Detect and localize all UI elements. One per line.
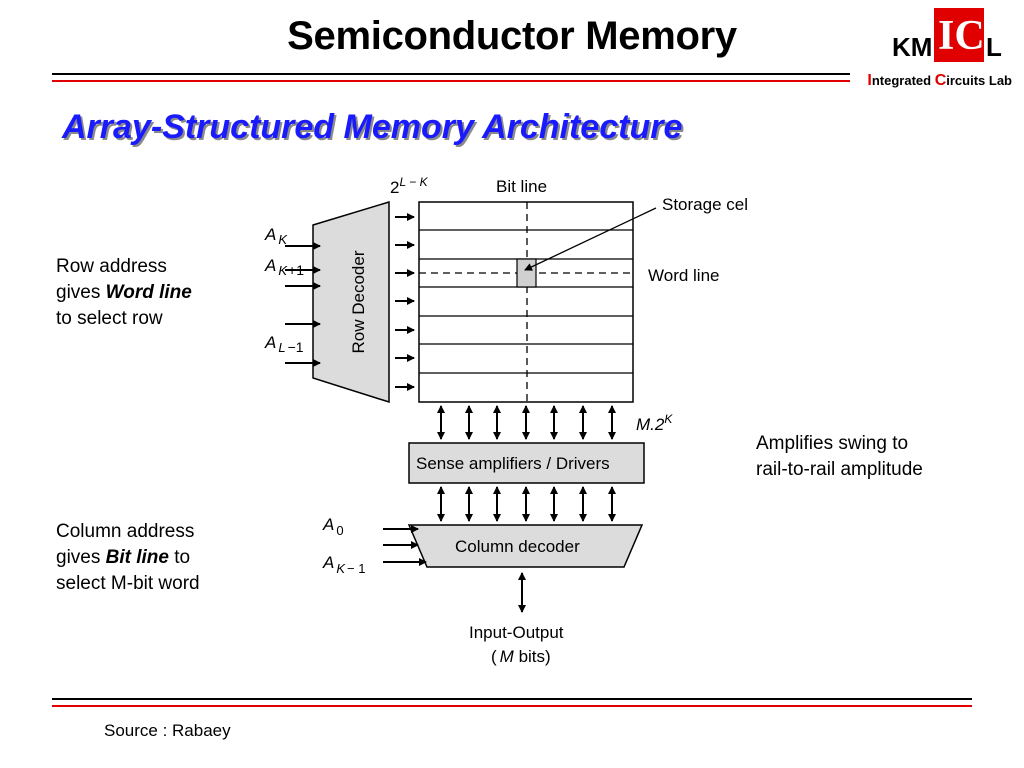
logo-lab-c: C xyxy=(934,72,947,89)
sense-amplifiers-label: Sense amplifiers / Drivers xyxy=(416,454,610,473)
bit-line-label: Bit line xyxy=(496,177,547,196)
row-decoder-label: Row Decoder xyxy=(349,250,368,353)
row-note-line2: gives Word line xyxy=(56,282,192,303)
storage-cell xyxy=(516,258,537,288)
slide-subtitle: Array-Structured Memory Architecture xyxy=(62,108,683,146)
header-rule-black xyxy=(52,73,850,75)
logo-lab-line: Integrated Circuits Lab xyxy=(852,72,1012,90)
logo-mid-text: IC xyxy=(938,13,985,59)
col-note-line2: gives Bit line to xyxy=(56,547,191,568)
row-address-note: Row address gives Word line to select ro… xyxy=(56,254,192,332)
logo-ic-block: IC xyxy=(934,8,985,62)
storage-cell-label: Storage cel xyxy=(662,195,748,214)
kmicl-logo: KM IC L Integrated Circuits Lab xyxy=(867,8,1012,94)
header-rule-red xyxy=(52,80,850,82)
source-citation: Source : Rabaey xyxy=(104,721,231,740)
row-address-inputs xyxy=(285,242,321,367)
amplifier-note: Amplifies swing to rail-to-rail amplitud… xyxy=(756,431,923,483)
footer-rule-red xyxy=(52,705,972,707)
m2k-label: M.2K xyxy=(636,412,673,434)
column-decoder-label: Column decoder xyxy=(455,537,580,556)
logo-left-text: KM xyxy=(892,32,933,62)
footer-rule-black xyxy=(52,698,972,700)
io-label-line1: Input-Output xyxy=(469,623,564,642)
amp-note-line1: Amplifies swing to xyxy=(756,433,909,454)
row-note-line3: to select row xyxy=(56,308,163,329)
row-note-line1: Row address xyxy=(56,256,167,277)
columns-count-label: 2L − K xyxy=(390,175,429,197)
logo-lab-ircuits: ircuits Lab xyxy=(946,73,1012,88)
io-label-line2: (M bits) xyxy=(491,647,551,666)
word-line-label: Word line xyxy=(648,266,720,285)
page-title: Semiconductor Memory xyxy=(287,14,737,58)
column-address-note: Column address gives Bit line to select … xyxy=(56,519,200,597)
column-decoder: Column decoder xyxy=(407,524,644,568)
memory-array xyxy=(418,201,657,403)
amp-note-line2: rail-to-rail amplitude xyxy=(756,459,923,480)
decoder-wordline-arrows xyxy=(395,213,415,391)
sense-amplifiers: Sense amplifiers / Drivers xyxy=(408,442,645,484)
logo-lab-i: I xyxy=(867,72,872,89)
logo-lab-ntegrated: ntegrated xyxy=(871,73,935,88)
sense-column-arrows xyxy=(437,486,616,522)
storage-cell-pointer xyxy=(524,207,657,271)
col-note-line3: select M-bit word xyxy=(56,573,200,594)
logo-right-text: L xyxy=(986,32,1002,62)
row-decoder: Row Decoder xyxy=(312,200,390,404)
bitline-arrows xyxy=(437,405,616,440)
col-note-line1: Column address xyxy=(56,521,195,542)
